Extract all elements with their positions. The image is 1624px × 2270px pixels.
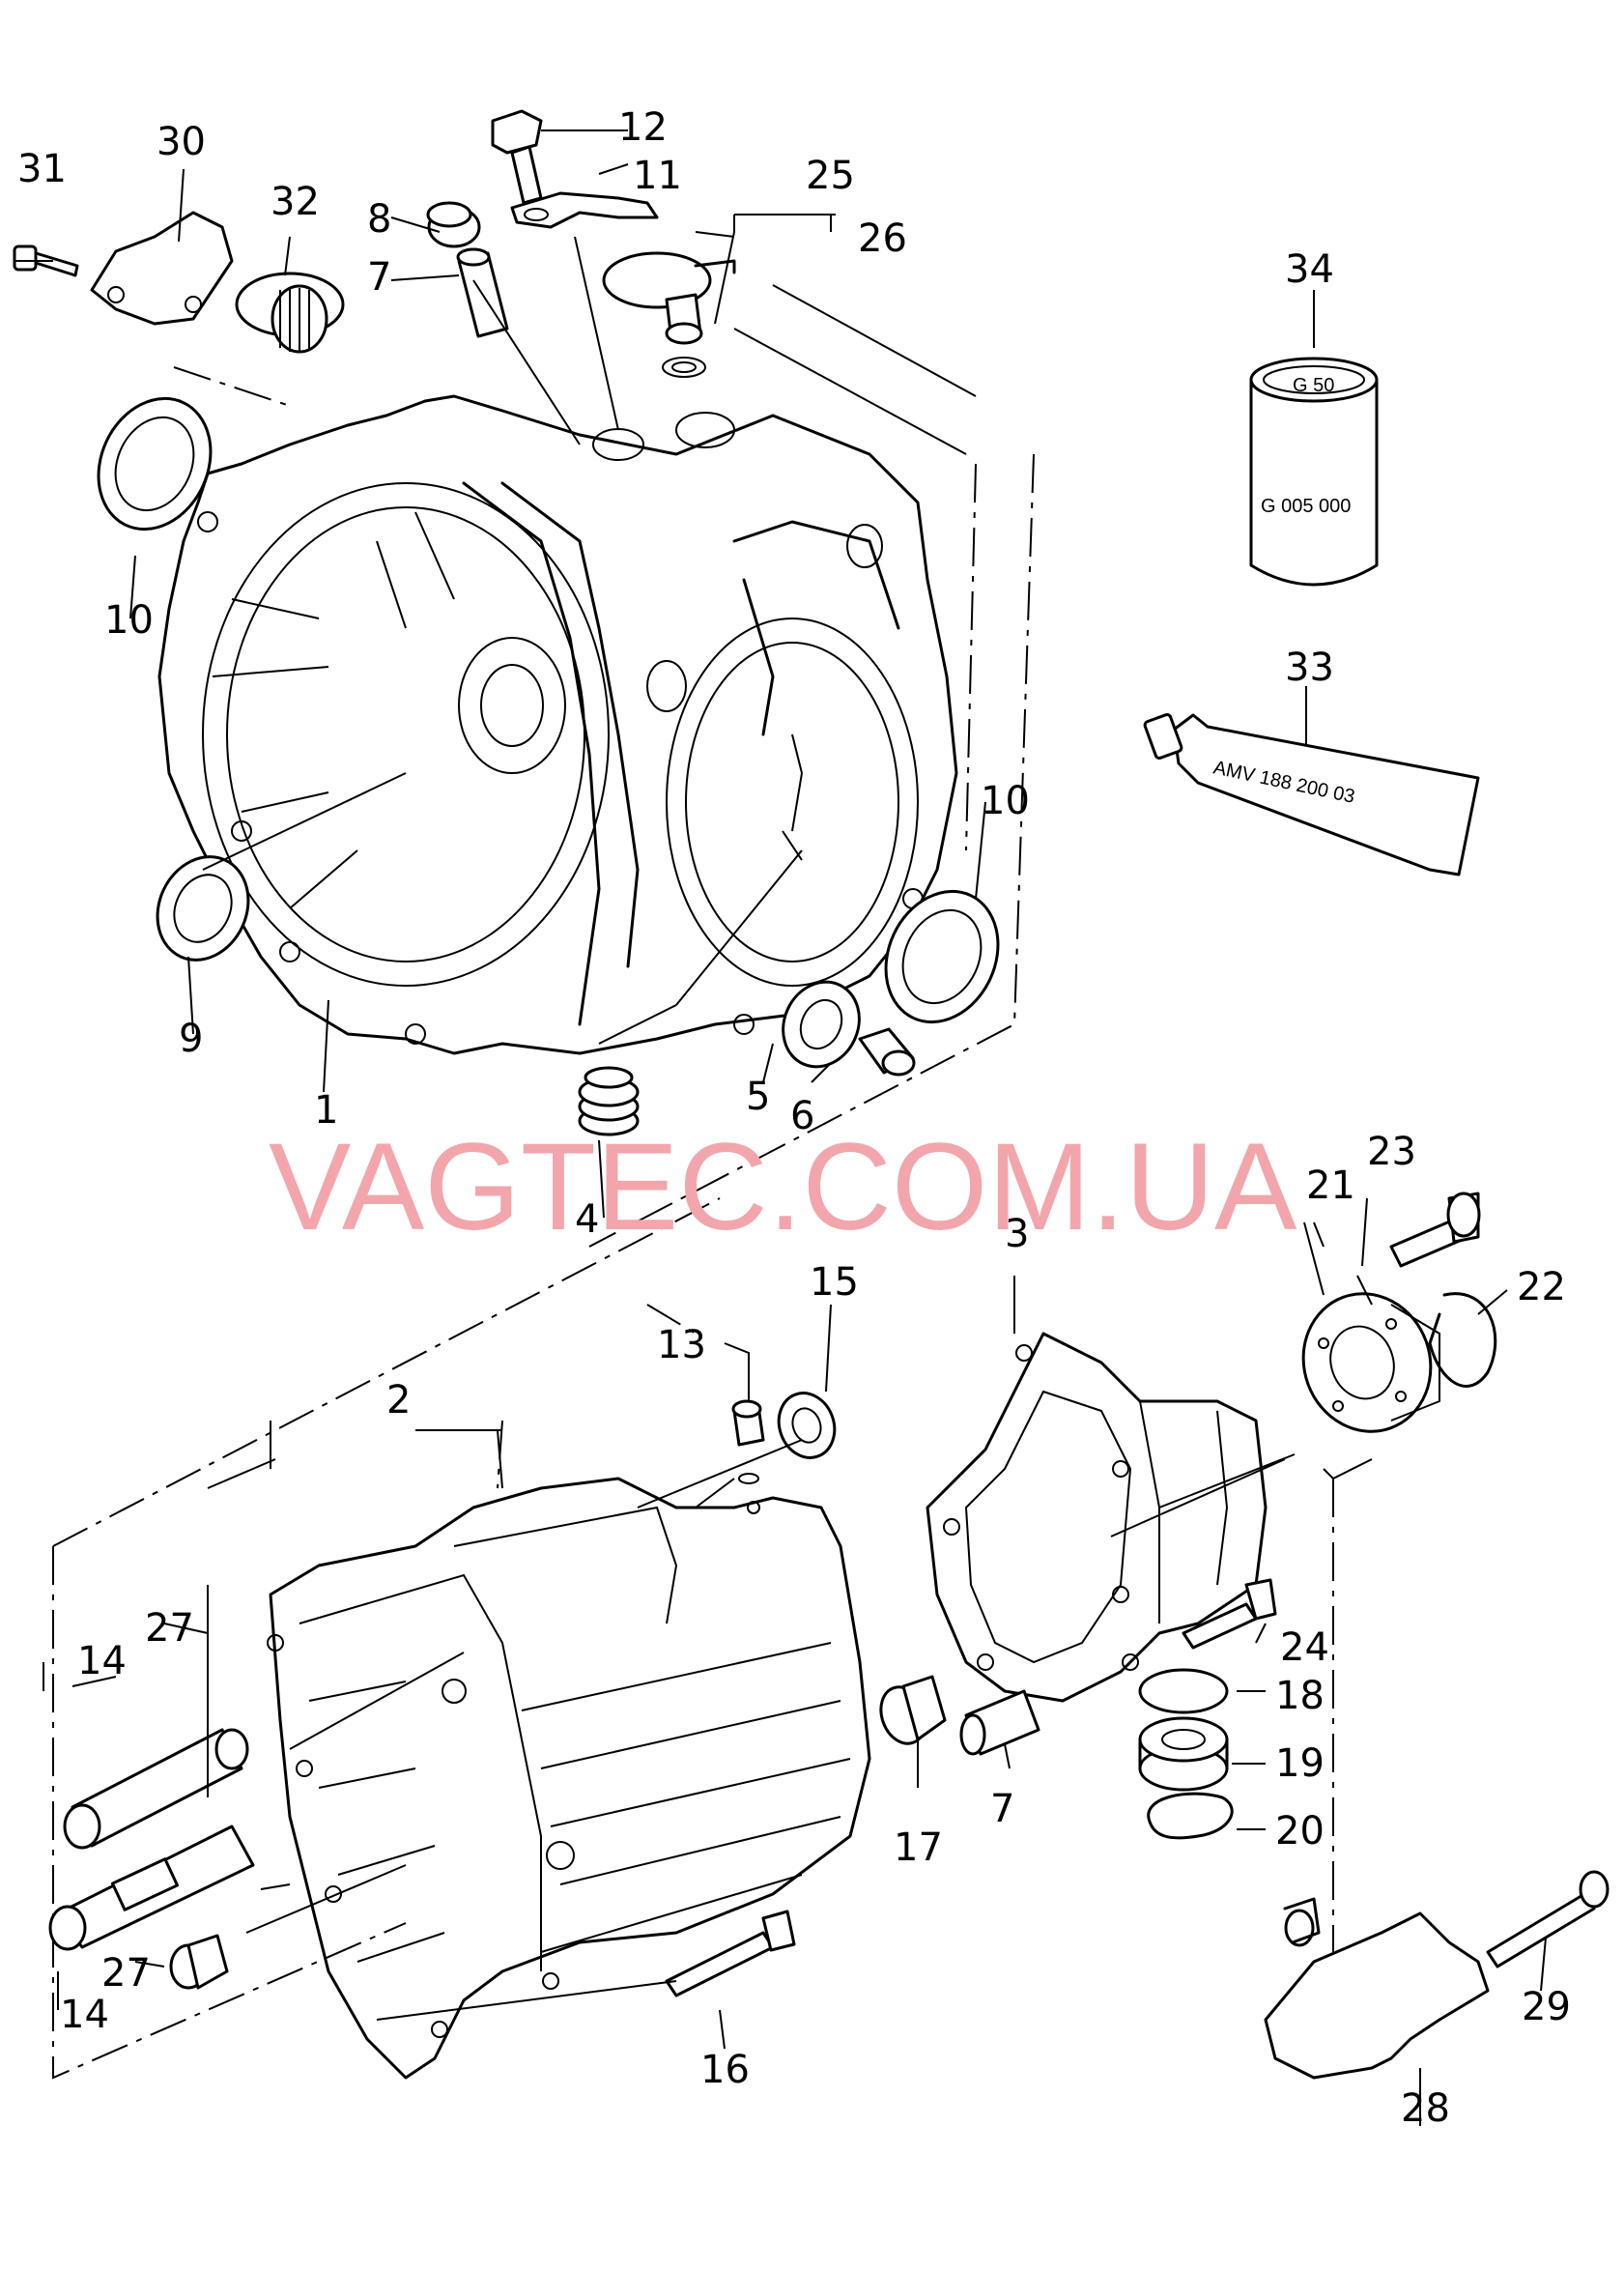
callout-11: 11 <box>633 154 682 198</box>
oil-can-label-bottom: G 005 000 <box>1261 496 1351 517</box>
callout-8: 8 <box>367 197 391 242</box>
flange-part-21 <box>1301 1292 1440 1433</box>
callout-4: 4 <box>575 1197 599 1242</box>
oil-can-part-34: G 50 G 005 000 <box>1249 357 1379 587</box>
callout-34: 34 <box>1285 247 1334 292</box>
callout-13: 13 <box>657 1323 706 1367</box>
callout-32: 32 <box>271 180 320 224</box>
plug-part-13 <box>731 1399 765 1484</box>
seal-part-10-left <box>97 396 213 532</box>
seal-part-9 <box>156 855 250 962</box>
callout-29: 29 <box>1522 1985 1571 2029</box>
breather-part-25 <box>602 251 736 345</box>
callout-28: 28 <box>1401 2086 1450 2131</box>
callout-6: 6 <box>790 1094 814 1138</box>
seal-part-5 <box>782 980 861 1069</box>
shaft-part-14-upper <box>63 1728 249 1850</box>
watermark-text: VAGTEC.COM.UA <box>269 1118 1297 1256</box>
bolt-part-12 <box>491 109 543 205</box>
cap-part-8 <box>426 201 481 248</box>
bolt-part-31 <box>13 244 79 277</box>
bracket-part-28 <box>1264 1897 1490 2080</box>
seal-part-26 <box>662 357 706 378</box>
callout-9: 9 <box>179 1017 203 1061</box>
gearbox-housing <box>267 1477 871 2080</box>
bracket-part-30 <box>90 211 234 326</box>
dowel-part-7-lower <box>959 1689 1040 1756</box>
shaft-part-14-lower <box>48 1825 255 1951</box>
bushing-part-6 <box>858 1027 916 1077</box>
callout-2: 2 <box>386 1378 411 1422</box>
callout-1: 1 <box>314 1088 338 1133</box>
bolt-part-23 <box>1389 1192 1481 1268</box>
clutch-housing <box>157 394 958 1055</box>
speedometer-sender-part-32 <box>235 272 345 354</box>
callout-17: 17 <box>894 1825 943 1870</box>
callout-31: 31 <box>17 147 67 191</box>
callout-33: 33 <box>1285 646 1334 690</box>
callout-18: 18 <box>1275 1674 1325 1718</box>
callout-3: 3 <box>1005 1212 1029 1256</box>
buffer-part-4 <box>578 1066 640 1136</box>
oil-can-label-top: G 50 <box>1293 375 1334 396</box>
callout-27-lower: 27 <box>101 1951 151 1996</box>
end-cover-part-3 <box>926 1332 1268 1703</box>
bushing-part-17 <box>879 1675 947 1745</box>
o-ring-part-18 <box>1138 1668 1229 1714</box>
seal-part-15 <box>777 1392 837 1459</box>
callout-10-right: 10 <box>981 779 1030 823</box>
callout-7-lower: 7 <box>990 1787 1014 1831</box>
bushing-part-27 <box>169 1934 229 1990</box>
callout-7-upper: 7 <box>367 255 391 300</box>
callout-14-upper: 14 <box>77 1639 127 1683</box>
bracket-part-11 <box>510 191 659 229</box>
callout-23: 23 <box>1367 1130 1416 1174</box>
callout-27-upper: 27 <box>145 1606 194 1651</box>
bolt-part-16 <box>665 1910 796 1997</box>
callout-30: 30 <box>157 120 206 164</box>
callout-25: 25 <box>806 154 855 198</box>
bolt-part-24 <box>1182 1578 1277 1650</box>
callout-19: 19 <box>1275 1741 1325 1786</box>
callout-15: 15 <box>810 1260 859 1305</box>
bearing-part-19 <box>1138 1716 1229 1792</box>
seal-part-10-right <box>884 889 1000 1024</box>
callout-12: 12 <box>618 105 668 150</box>
callout-10-left: 10 <box>104 598 154 643</box>
snap-ring-part-20 <box>1147 1792 1234 1840</box>
callout-20: 20 <box>1275 1809 1325 1853</box>
grease-tube-part-33: AMV 188 200 03 <box>1143 713 1480 876</box>
callout-21: 21 <box>1306 1164 1355 1208</box>
callout-16: 16 <box>700 2048 750 2092</box>
callout-5: 5 <box>746 1075 770 1119</box>
callout-24: 24 <box>1280 1625 1329 1670</box>
bolt-part-29 <box>1486 1870 1610 1968</box>
circlip-part-22 <box>1428 1292 1497 1388</box>
callout-22: 22 <box>1517 1265 1566 1309</box>
callout-14-lower: 14 <box>60 1993 109 2037</box>
callout-26: 26 <box>858 216 907 261</box>
